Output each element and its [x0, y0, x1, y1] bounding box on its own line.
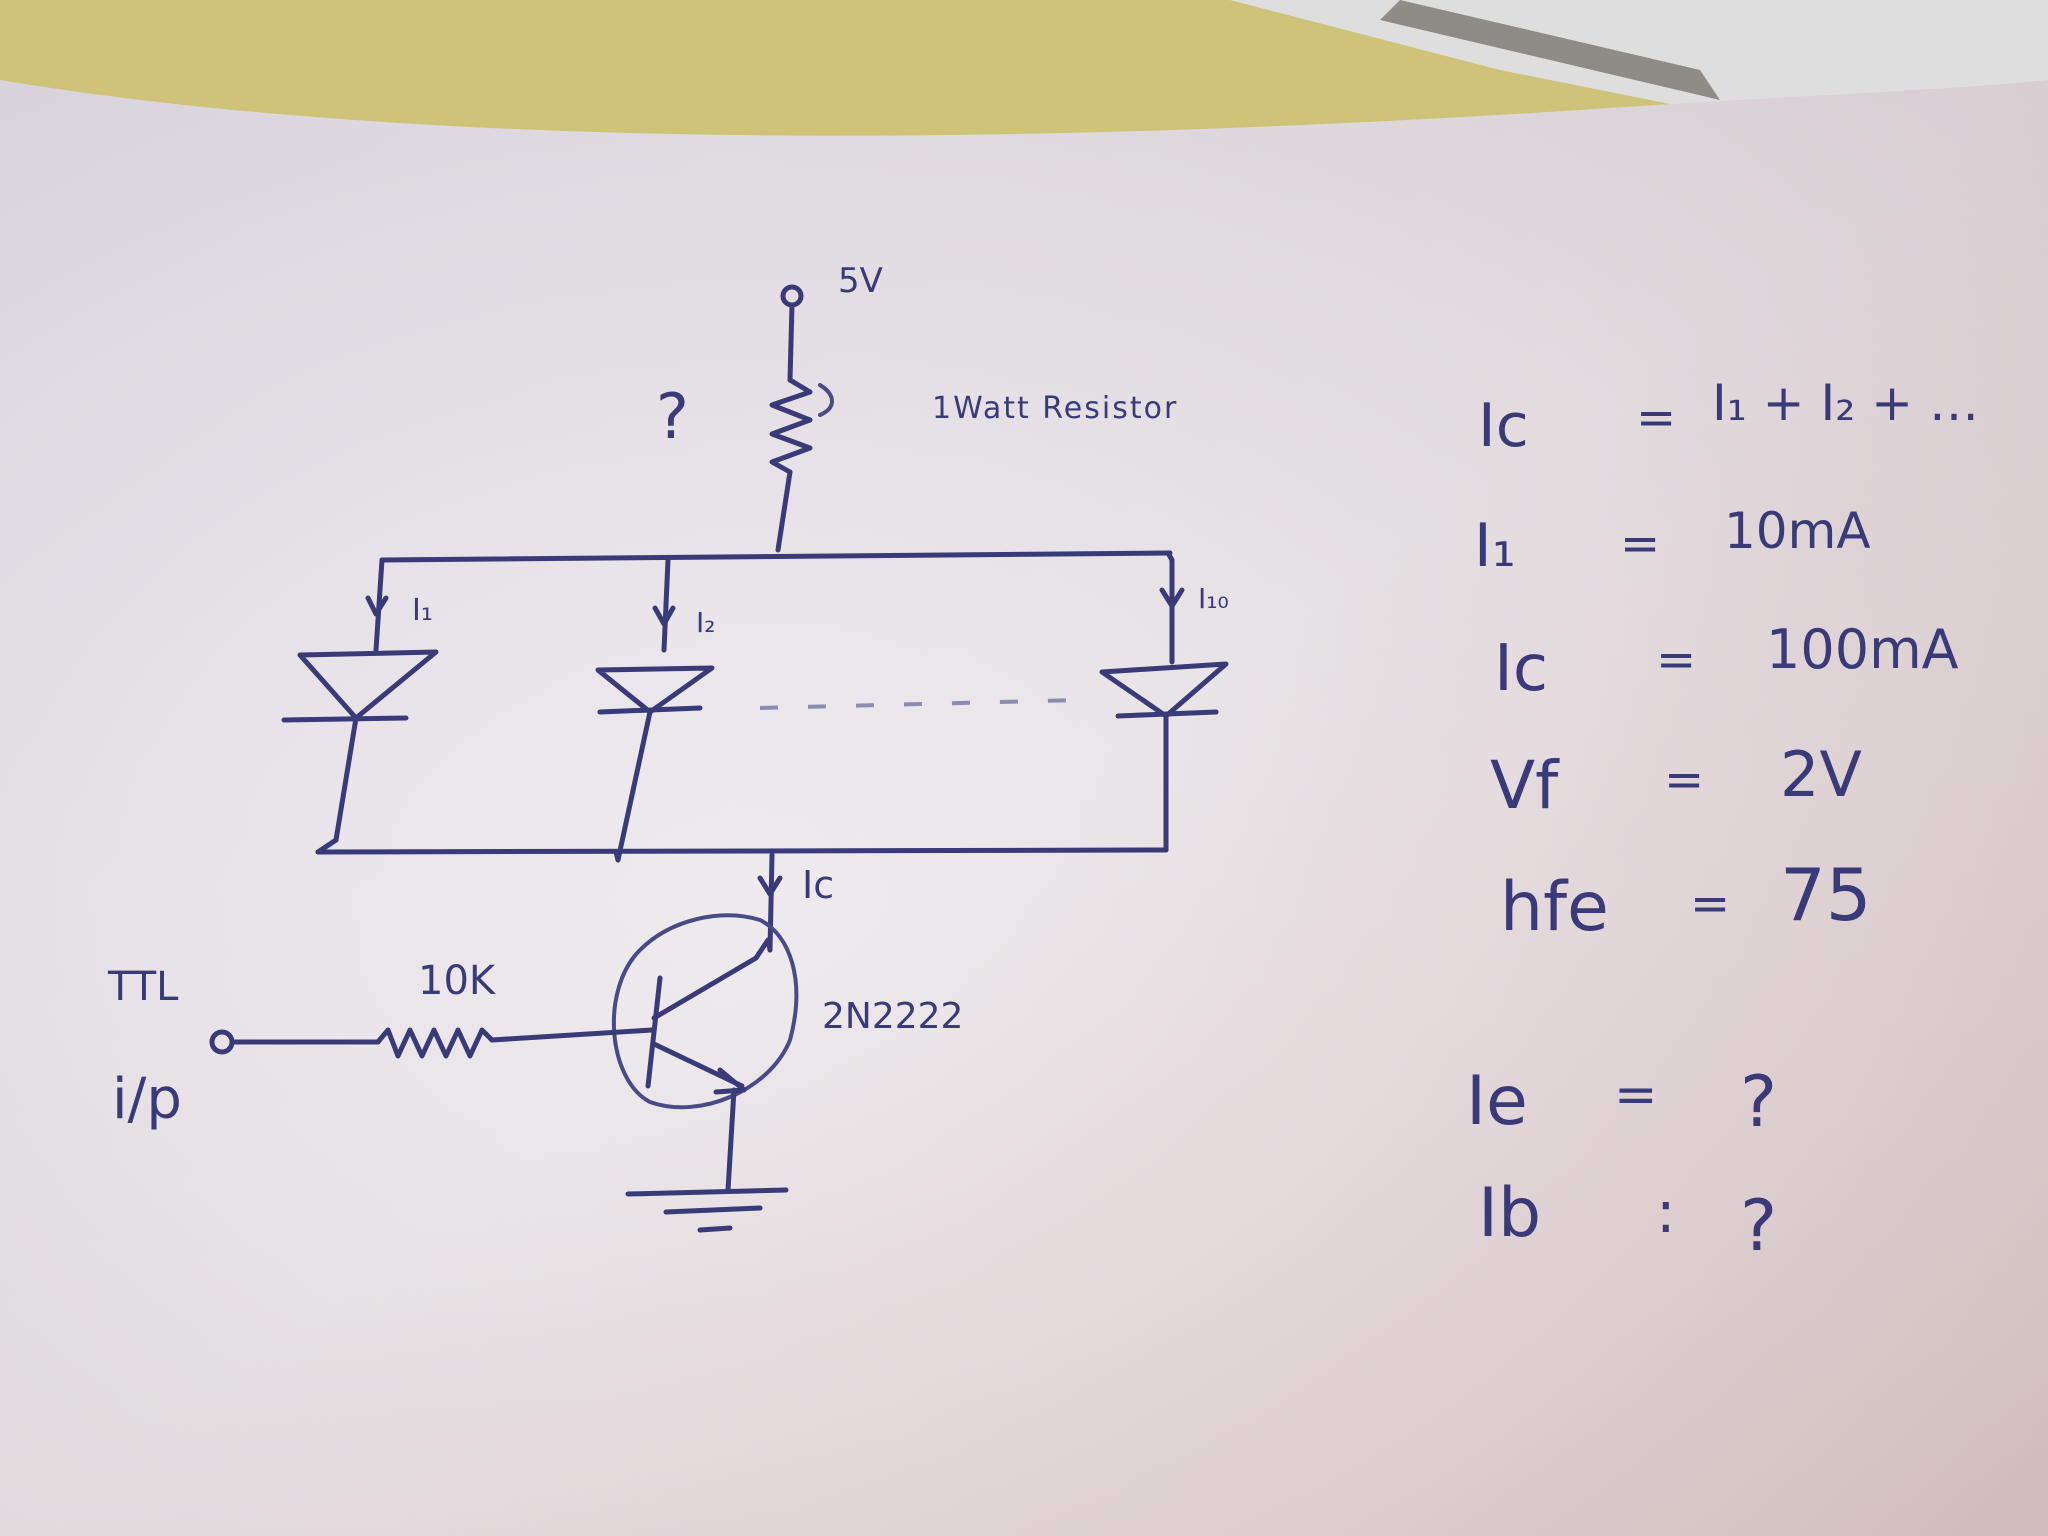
led-2-lower-wire — [615, 709, 653, 863]
equation-row: Ib : ? — [1478, 1174, 1777, 1267]
supply-label: 5V — [838, 261, 883, 301]
resistor-label: 1Watt Resistor — [932, 391, 1178, 426]
equation-lhs: Ic — [1478, 391, 1529, 461]
more-leds-dashed-line — [759, 698, 1081, 710]
resistor-lower-wire — [775, 469, 793, 553]
resistor-loop-mark — [818, 383, 834, 417]
led-1-bar — [281, 715, 409, 723]
transistor-emitter-arrow — [713, 1067, 747, 1095]
equation-operator: = — [1690, 876, 1730, 932]
equation-lhs: Vf — [1490, 747, 1560, 824]
equation-rhs: 10mA — [1724, 502, 1871, 560]
led-10-current-label: I₁₀ — [1198, 582, 1229, 615]
transistor-collector-lead — [753, 937, 773, 961]
pen-object — [1380, 0, 1720, 100]
emitter-ground-wire — [725, 1087, 737, 1193]
led-2-upper-wire — [661, 557, 671, 653]
paper-shading — [0, 80, 2048, 1536]
equation-rhs: ? — [1740, 1185, 1777, 1267]
led-2: I₂ — [595, 557, 715, 863]
base-wire — [489, 1027, 655, 1043]
load-resistor — [769, 377, 813, 475]
top-bus-wire — [379, 550, 1173, 563]
equation-rhs: 100mA — [1766, 618, 1959, 681]
equation-row: Vf = 2V — [1490, 738, 1862, 824]
ground-line-3 — [697, 1225, 733, 1233]
led-1-current-arrow — [365, 595, 389, 617]
led-10: I₁₀ — [1099, 557, 1229, 853]
collector-current: Ic — [757, 852, 834, 953]
led-1-current-label: I₁ — [412, 593, 433, 628]
ground-line-2 — [663, 1205, 763, 1215]
led-2-current-label: I₂ — [696, 606, 715, 639]
led-2-triangle — [595, 665, 715, 715]
equation-lhs: Ib — [1478, 1174, 1541, 1253]
collector-current-label: Ic — [802, 863, 834, 907]
bottom-bus-joint — [613, 849, 621, 863]
equation-row: Ie = ? — [1466, 1061, 1777, 1143]
equation-rhs: I₁ + I₂ + … — [1712, 374, 1979, 432]
ground-symbol — [625, 1187, 789, 1233]
equation-lhs: hfe — [1500, 868, 1609, 947]
ground-line-1 — [625, 1187, 789, 1197]
equation-lhs: I₁ — [1474, 511, 1516, 581]
equation-rhs: ? — [1740, 1061, 1777, 1143]
supply-wire — [787, 302, 795, 383]
led-1-lower-wire — [333, 715, 359, 843]
transistor-collector-leg — [651, 955, 759, 1021]
equation-row: Ic = I₁ + I₂ + … — [1478, 374, 1979, 461]
equation-operator: = — [1614, 1065, 1658, 1125]
transistor: 2N2222 — [611, 913, 963, 1110]
transistor-label: 2N2222 — [822, 996, 963, 1037]
equation-operator: = — [1664, 752, 1704, 808]
transistor-circle — [611, 913, 799, 1110]
base-resistor-label: 10K — [418, 958, 497, 1004]
equation-row: Ic = 100mA — [1494, 618, 1959, 706]
supply-terminal: 5V — [780, 261, 883, 308]
equation-lhs: Ie — [1466, 1062, 1528, 1141]
collector-current-arrow — [757, 875, 783, 897]
equation-operator: = — [1656, 632, 1696, 688]
equation-row: I₁ = 10mA — [1474, 502, 1871, 581]
led-1: I₁ — [281, 557, 439, 843]
equation-rhs: 75 — [1780, 853, 1872, 937]
equation-operator: = — [1636, 390, 1676, 446]
led-2-current-arrow — [652, 605, 676, 627]
led-10-current-arrow — [1159, 587, 1185, 609]
equation-operator: = — [1620, 516, 1660, 572]
led-1-triangle — [297, 649, 439, 721]
bottom-bus-wire — [315, 847, 1169, 855]
base-resistor — [375, 1027, 495, 1059]
equations-block: Ic = I₁ + I₂ + … I₁ = 10mA Ic = 100mA Vf… — [1466, 374, 1979, 1267]
input-label-ip: i/p — [112, 1067, 182, 1132]
transistor-base-bar — [645, 975, 663, 1089]
led-10-triangle — [1099, 661, 1229, 719]
bottom-bus-left-corner — [315, 837, 339, 855]
collector-wire — [767, 852, 775, 953]
input-label-ttl: TTL — [107, 964, 179, 1010]
equation-operator: : — [1656, 1178, 1676, 1246]
equation-row: hfe = 75 — [1500, 853, 1872, 947]
resistor-question-mark: ? — [656, 380, 689, 453]
equation-lhs: Ic — [1494, 632, 1548, 706]
equation-rhs: 2V — [1780, 738, 1862, 811]
